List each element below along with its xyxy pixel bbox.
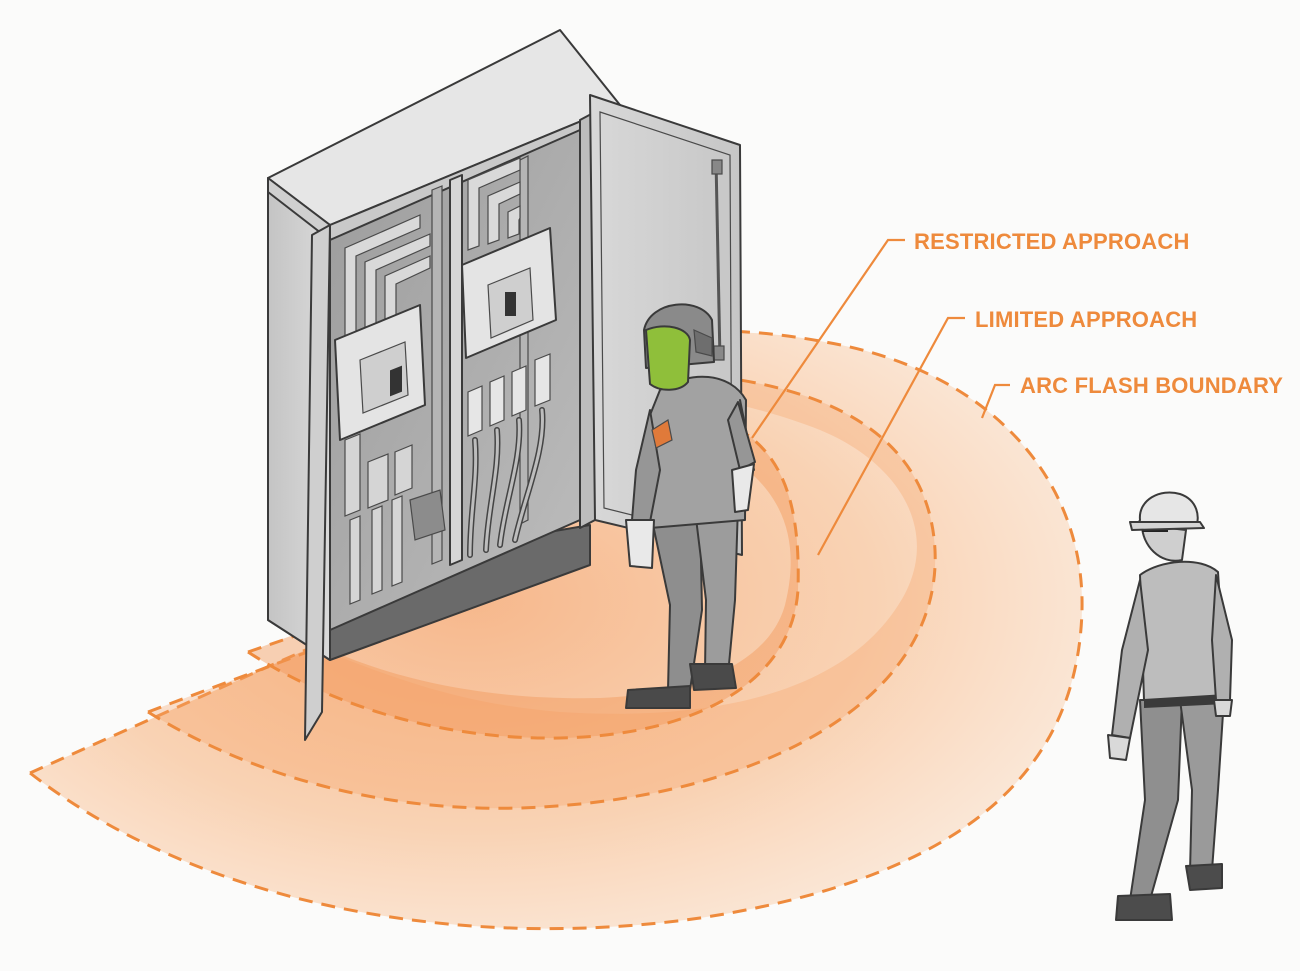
limited-approach-line [147, 378, 937, 810]
arc-flash-worker-icon [625, 303, 756, 709]
arc-flash-zone [30, 331, 1083, 929]
restricted-approach-line [247, 428, 800, 740]
arc-flash-leader [980, 383, 1010, 419]
restricted-approach-label: RESTRICTED APPROACH [914, 229, 1190, 254]
leader-lines [751, 238, 1010, 556]
observer-worker-icon [1107, 491, 1233, 921]
limited-leader [817, 316, 965, 556]
arc-flash-boundary-label: ARC FLASH BOUNDARY [1020, 373, 1283, 398]
face-shield [644, 325, 692, 391]
arc-flash-boundary-line [29, 328, 1084, 931]
limited-approach-label: LIMITED APPROACH [975, 307, 1197, 332]
restricted-leader [751, 238, 905, 439]
boundary-zones [29, 328, 1084, 931]
limited-approach-zone [148, 380, 936, 809]
